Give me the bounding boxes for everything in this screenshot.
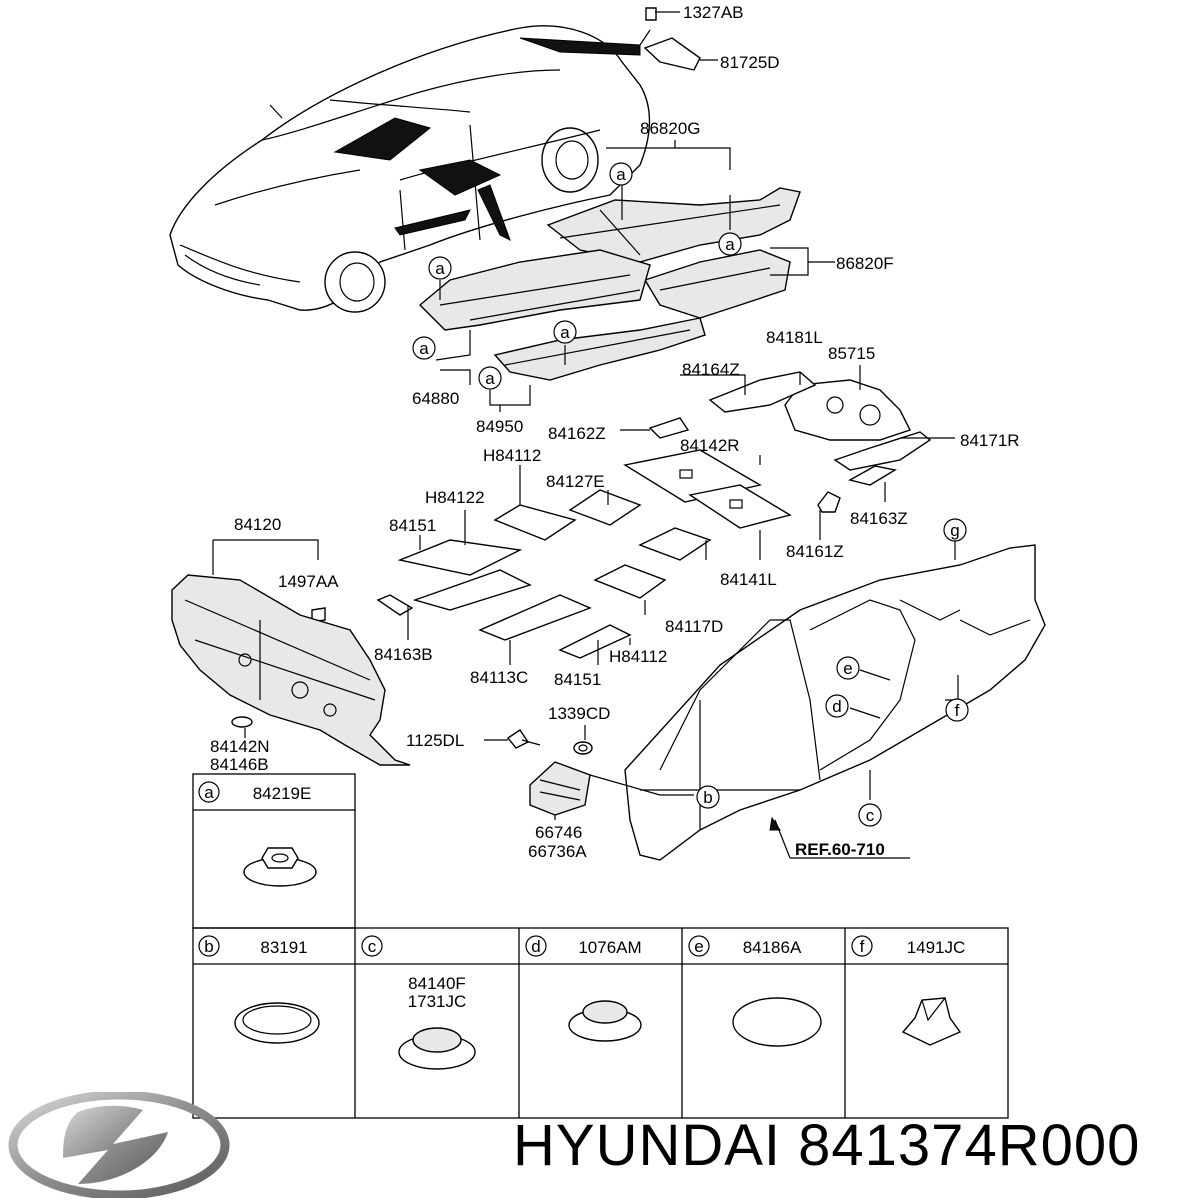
part-1076am-drawing (568, 1000, 642, 1042)
callout-labels: 1327AB 81725D 86820G 86820F 64880 84950 … (210, 3, 1020, 861)
callout-85715: 85715 (828, 344, 875, 363)
legend-part-a: 84219E (253, 784, 312, 803)
callout-84181l: 84181L (766, 328, 823, 347)
pad-84162z (648, 417, 690, 439)
car-illustration (169, 25, 651, 313)
legend-part-c-line2: 1731JC (408, 992, 467, 1011)
callout-h84112-bottom: H84112 (609, 647, 667, 666)
letter-circle-a: a (485, 369, 495, 388)
pad-84127e (568, 489, 642, 526)
leader-lines (212, 140, 959, 859)
callout-h84122: H84122 (425, 488, 485, 507)
pad-84117d (593, 527, 712, 599)
callout-84151-top: 84151 (389, 516, 436, 535)
pad-84163z (848, 465, 897, 486)
legend-part-d: 1076AM (578, 938, 641, 957)
part-84140f-drawing (398, 1027, 476, 1070)
callout-66736a: 66736A (528, 842, 587, 861)
callout-1339cd: 1339CD (548, 704, 610, 723)
legend-letter-d: d (531, 937, 540, 956)
part-83191-drawing (234, 1002, 320, 1044)
callout-1497aa: 1497AA (278, 572, 339, 591)
pad-84181l-85715 (708, 371, 911, 441)
letter-circle-e: e (843, 659, 852, 678)
brand-part-number-line: HYUNDAI 841374R000 (513, 1112, 1140, 1179)
pad-h84122 (397, 539, 532, 611)
callout-1125dl: 1125DL (406, 731, 464, 750)
callout-84142n: 84142N (210, 737, 270, 756)
letter-circle-c: c (866, 806, 875, 825)
callout-84164z: 84164Z (682, 360, 740, 379)
letter-circle-f: f (955, 701, 960, 720)
pad-84142r (623, 449, 792, 529)
callout-84171r: 84171R (960, 431, 1020, 450)
part-1491jc-drawing (901, 997, 962, 1046)
callout-84141l: 84141L (720, 570, 777, 589)
letter-circle-a: a (419, 339, 429, 358)
bolt-1125dl (506, 729, 541, 749)
hyundai-logo (8, 1092, 230, 1198)
legend-letter-a: a (204, 783, 214, 802)
callout-84113c: 84113C (470, 668, 528, 687)
letter-circle-a: a (560, 323, 570, 342)
callout-h84112-top: H84112 (483, 446, 541, 465)
legend-part-f: 1491JC (907, 938, 966, 957)
legend-letter-b: b (204, 937, 213, 956)
under-cover-64880 (418, 249, 651, 331)
callout-84950: 84950 (476, 417, 523, 436)
part-number: 841374R000 (798, 1113, 1141, 1178)
callout-84163z: 84163Z (850, 509, 908, 528)
callout-66746: 66746 (535, 823, 582, 842)
pad-84113c (478, 594, 632, 659)
letter-circle-a: a (725, 235, 735, 254)
callout-84151-bottom: 84151 (554, 670, 601, 689)
callout-84127e: 84127E (546, 472, 605, 491)
letter-circle-a: a (435, 259, 445, 278)
letter-circle-group: a a a a a a b c d e f g (412, 162, 969, 827)
pad-84171r (833, 431, 932, 471)
letter-circle-b: b (703, 788, 712, 807)
legend-part-c-line1: 84140F (408, 974, 466, 993)
pad-84163b (376, 594, 414, 616)
legend-letter-e: e (694, 937, 703, 956)
bracket-81725d (643, 7, 718, 71)
nut-1339cd (573, 741, 593, 755)
pad-h84112a (493, 504, 577, 541)
callout-84162z: 84162Z (548, 424, 606, 443)
pad-84161z (817, 491, 841, 513)
callout-64880: 64880 (412, 389, 459, 408)
letter-circle-g: g (950, 521, 959, 540)
callout-1327ab: 1327AB (683, 3, 744, 22)
callout-84146b: 84146B (210, 755, 269, 774)
part-84186a-drawing (732, 997, 822, 1047)
dash-panel-84120 (171, 574, 411, 766)
legend-part-e: 84186A (743, 938, 802, 957)
pad-66746 (529, 761, 591, 816)
callout-84117d: 84117D (665, 617, 723, 636)
callout-81725d: 81725D (720, 53, 780, 72)
under-cover-84950 (493, 317, 706, 381)
callout-86820g: 86820G (640, 119, 701, 138)
brand-name: HYUNDAI (513, 1113, 782, 1178)
legend-letter-f: f (860, 937, 865, 956)
callout-86820f: 86820F (836, 254, 894, 273)
callout-84142r: 84142R (680, 436, 740, 455)
legend-part-b: 83191 (260, 938, 307, 957)
under-cover-86820f (643, 249, 791, 319)
callout-84161z: 84161Z (786, 542, 844, 561)
letter-circle-d: d (832, 697, 841, 716)
ref-label: REF.60-710 (795, 840, 885, 859)
callout-84120: 84120 (234, 515, 281, 534)
callout-84163b: 84163B (374, 645, 433, 664)
part-84219e-drawing (243, 847, 317, 887)
legend-letter-c: c (368, 937, 377, 956)
letter-circle-a: a (616, 165, 626, 184)
legend-table: a 84219E b 83191 c d 1076AM e 84186A f 1… (192, 773, 1009, 1119)
